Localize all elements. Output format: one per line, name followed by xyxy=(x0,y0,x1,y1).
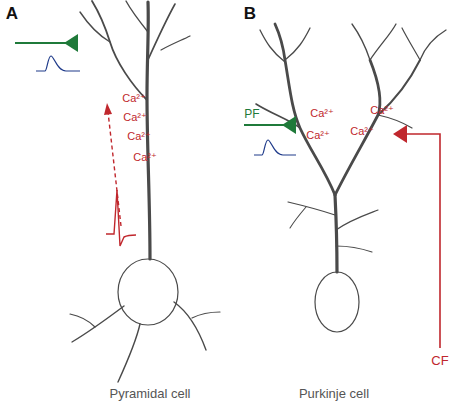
ion-label: Ca²⁺ xyxy=(123,112,147,123)
backpropagation-arrow xyxy=(108,112,121,226)
main-dendrite xyxy=(335,195,337,272)
cell-caption: Purkinje cell xyxy=(299,387,369,400)
dendrite-branch xyxy=(92,1,147,100)
dendrite-branch xyxy=(288,202,335,215)
spike-trace xyxy=(106,190,136,246)
ion-label: Ca²⁺ xyxy=(310,108,334,119)
dendrite-branch xyxy=(161,36,190,50)
ion-label: Ca²⁺ xyxy=(350,126,374,137)
climbing-fiber xyxy=(405,134,440,348)
dendrite-branch xyxy=(370,24,396,60)
ion-label: Ca²⁺ xyxy=(127,131,151,142)
dendrite-branch xyxy=(275,24,335,195)
cell-caption: Pyramidal cell xyxy=(110,387,191,400)
fiber-label: PF xyxy=(244,108,259,120)
synapse-terminal xyxy=(393,125,407,143)
ion-label: Ca²⁺ xyxy=(370,105,394,116)
basal-dendrite xyxy=(70,314,95,327)
basal-dendrite xyxy=(174,302,206,350)
dendrite-branch xyxy=(290,207,306,228)
dendrite-branch xyxy=(260,30,285,62)
dendrite-branch xyxy=(335,60,380,195)
arrow-head xyxy=(104,103,112,115)
epsp-trace xyxy=(36,56,80,71)
dendrite-branch xyxy=(352,24,370,60)
pyramidal-input xyxy=(15,34,136,246)
purkinje-inputs xyxy=(244,116,440,348)
pyramidal-cell xyxy=(70,1,220,382)
synapse-terminal xyxy=(64,34,78,52)
dendrite-branch xyxy=(402,28,420,60)
axon-line xyxy=(15,42,66,44)
purkinje-cell xyxy=(256,24,446,332)
dendrite-branch xyxy=(420,30,446,60)
dendrite-branch xyxy=(80,12,110,42)
fiber-label: CF xyxy=(431,354,448,367)
dendrite-branch xyxy=(126,1,148,32)
ion-label: Ca²⁺ xyxy=(133,152,157,163)
ion-label: Ca²⁺ xyxy=(122,93,146,104)
basal-dendrite xyxy=(72,306,124,342)
pyramidal-soma xyxy=(118,259,178,325)
dendrite-branch xyxy=(147,4,175,62)
basal-dendrite xyxy=(192,312,220,318)
dendrite-branch xyxy=(336,246,372,252)
dendrite-branch xyxy=(285,28,310,60)
epsp-trace xyxy=(254,140,296,155)
purkinje-soma xyxy=(315,272,359,332)
ion-label: Ca²⁺ xyxy=(306,130,330,141)
parallel-fiber xyxy=(244,124,284,126)
dendrite-branch xyxy=(336,210,378,230)
basal-dendrite xyxy=(118,324,140,382)
panel-letter: B xyxy=(244,5,256,22)
synapse-terminal xyxy=(282,116,296,134)
panel-letter: A xyxy=(6,5,18,22)
